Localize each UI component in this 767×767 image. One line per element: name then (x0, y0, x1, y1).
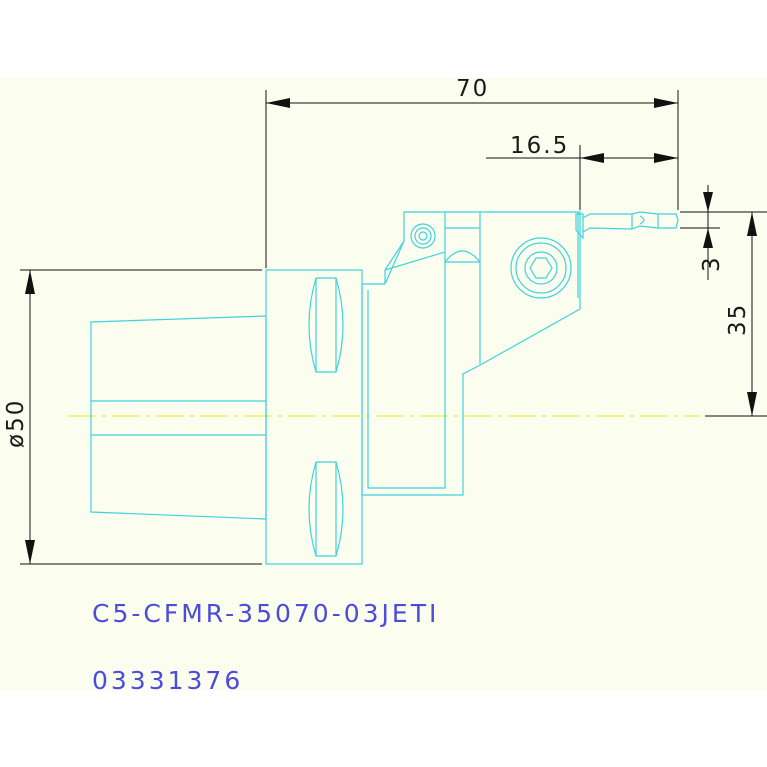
drive-slot-top (308, 277, 344, 373)
dim-overall-length-label: 70 (456, 76, 489, 102)
small-screw (410, 223, 436, 249)
head-body (361, 211, 581, 496)
insert-blade (575, 211, 679, 298)
dim-shank-diameter (20, 269, 262, 565)
large-screw (510, 237, 572, 299)
dim-insert-offset (486, 145, 678, 210)
drive-slot-bottom (308, 461, 344, 557)
paper-background (0, 78, 767, 690)
dim-insert-width-label: 3 (699, 255, 725, 272)
order-code: 03331376 (92, 666, 243, 695)
dim-shank-diameter-label: ø50 (3, 399, 29, 448)
dim-center-height (705, 212, 767, 417)
dim-insert-width (680, 185, 767, 280)
dim-center-height-label: 35 (725, 303, 751, 336)
part-number: C5-CFMR-35070-03JETI (92, 599, 439, 628)
dim-overall-length (265, 90, 679, 268)
dim-insert-offset-label: 16.5 (510, 133, 569, 159)
